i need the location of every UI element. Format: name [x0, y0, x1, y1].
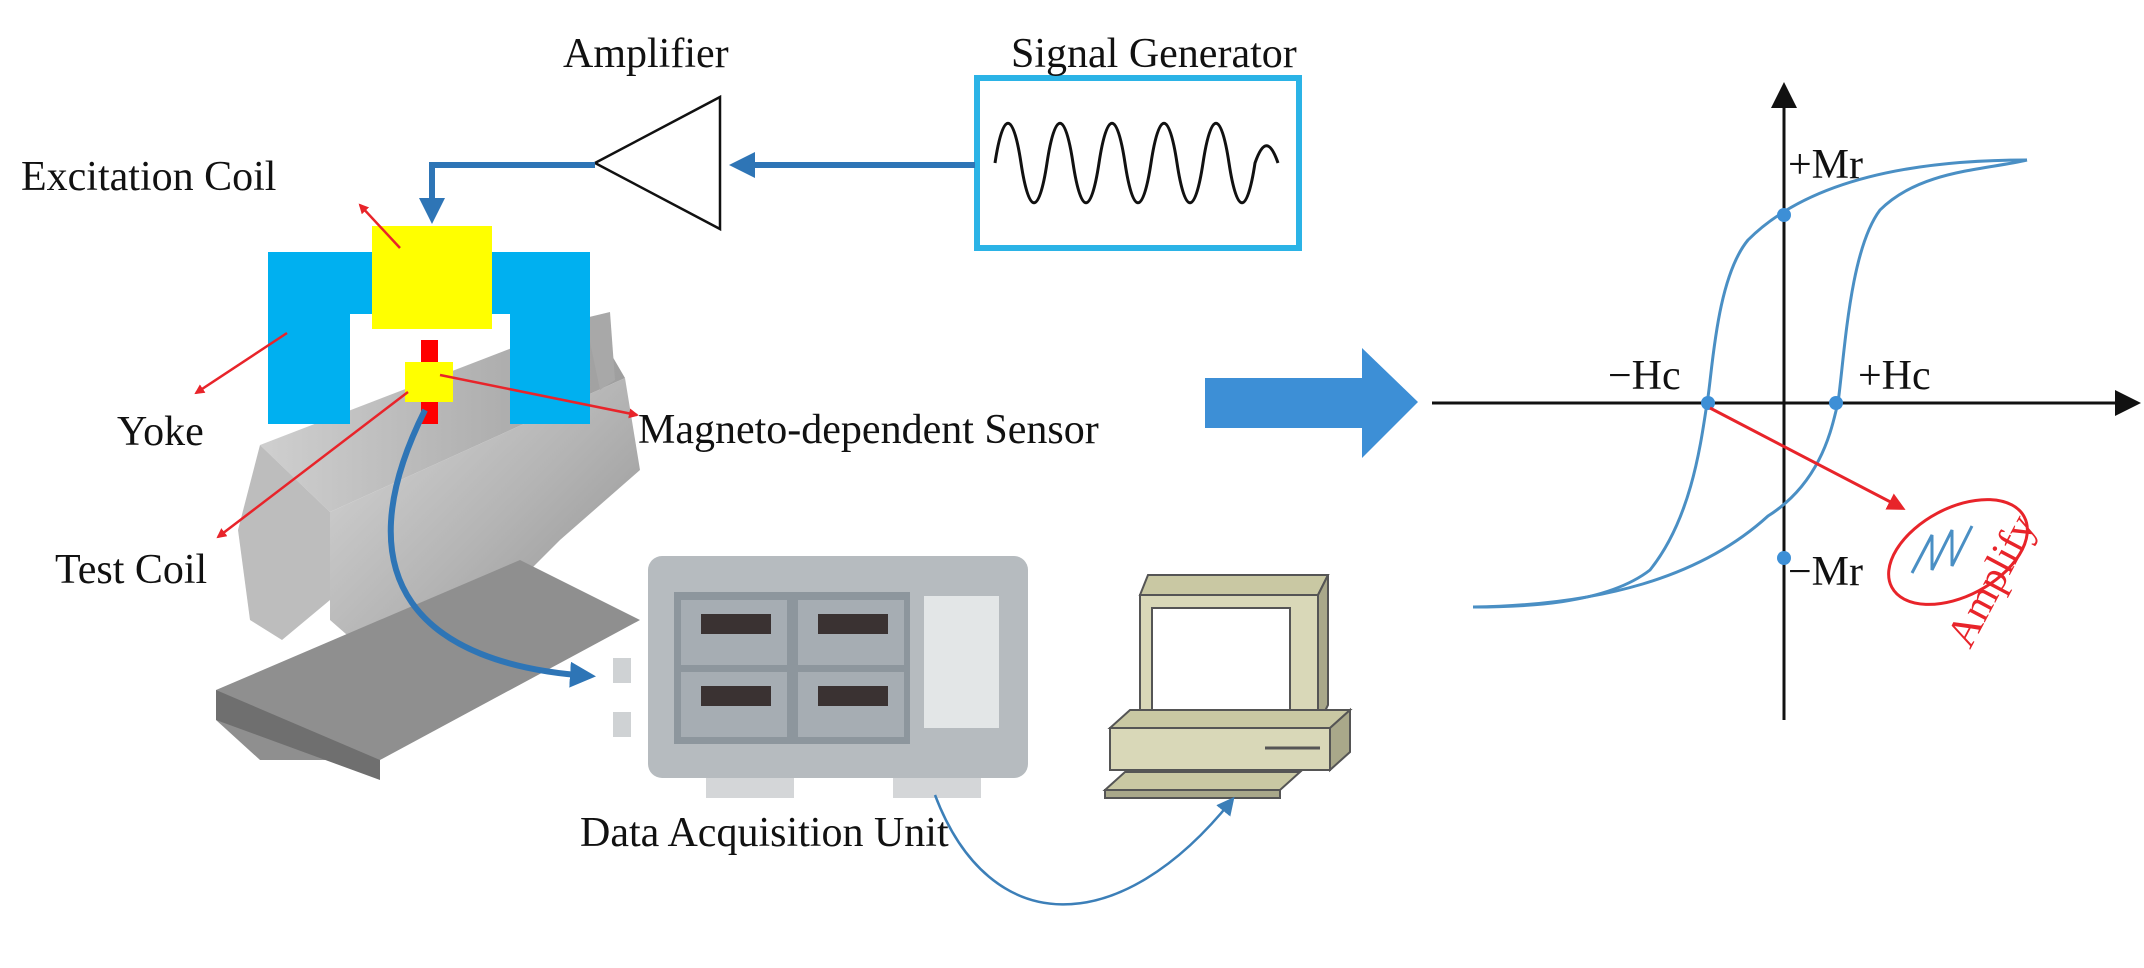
sine-wave — [993, 122, 1280, 204]
excitation-coil-pointer — [358, 203, 401, 249]
data-acquisition-unit — [613, 556, 1028, 798]
magneto-sensor-label: Magneto-dependent Sensor — [638, 407, 1099, 453]
data-acquisition-label: Data Acquisition Unit — [580, 810, 949, 856]
amplify-pointer — [1709, 406, 1906, 510]
plus-hc-point — [1829, 396, 1843, 410]
minus-hc-point — [1701, 396, 1715, 410]
amplify-label: Amplify — [1938, 507, 2045, 654]
sensor-to-daq-arrow — [387, 408, 596, 688]
big-right-arrow — [1205, 348, 1418, 458]
minus-mr-label: −Mr — [1788, 549, 1863, 595]
amplify-ellipse — [1887, 498, 2029, 606]
test-coil-pointer — [216, 391, 409, 539]
signal-generator-label: Signal Generator — [1011, 31, 1297, 77]
yoke-pointer — [194, 331, 288, 395]
test-coil-label: Test Coil — [55, 547, 207, 593]
amplifier-to-coil-arrow — [419, 162, 595, 224]
sensor-pointer — [439, 373, 639, 419]
minus-hc-label: −Hc — [1608, 353, 1681, 399]
signal-generator-box — [974, 75, 1302, 251]
amplify-zigzag — [1910, 525, 1974, 574]
plus-mr-label: +Mr — [1788, 142, 1863, 188]
yoke-label: Yoke — [117, 409, 204, 455]
amplifier-triangle — [592, 94, 722, 232]
amplifier-label: Amplifier — [563, 31, 729, 77]
excitation-coil-label: Excitation Coil — [21, 154, 276, 200]
minus-mr-point — [1777, 551, 1791, 565]
hysteresis-upper-branch — [1472, 158, 2028, 609]
test-coil — [405, 362, 453, 402]
daq-to-computer-arrow — [933, 794, 1235, 906]
hysteresis-lower-branch — [1472, 158, 2028, 609]
plus-mr-point — [1777, 208, 1791, 222]
plus-hc-label: +Hc — [1858, 353, 1931, 399]
yoke — [268, 252, 590, 424]
hysteresis-chart — [1432, 82, 2141, 720]
computer — [1102, 574, 1353, 799]
excitation-coil — [372, 226, 492, 329]
